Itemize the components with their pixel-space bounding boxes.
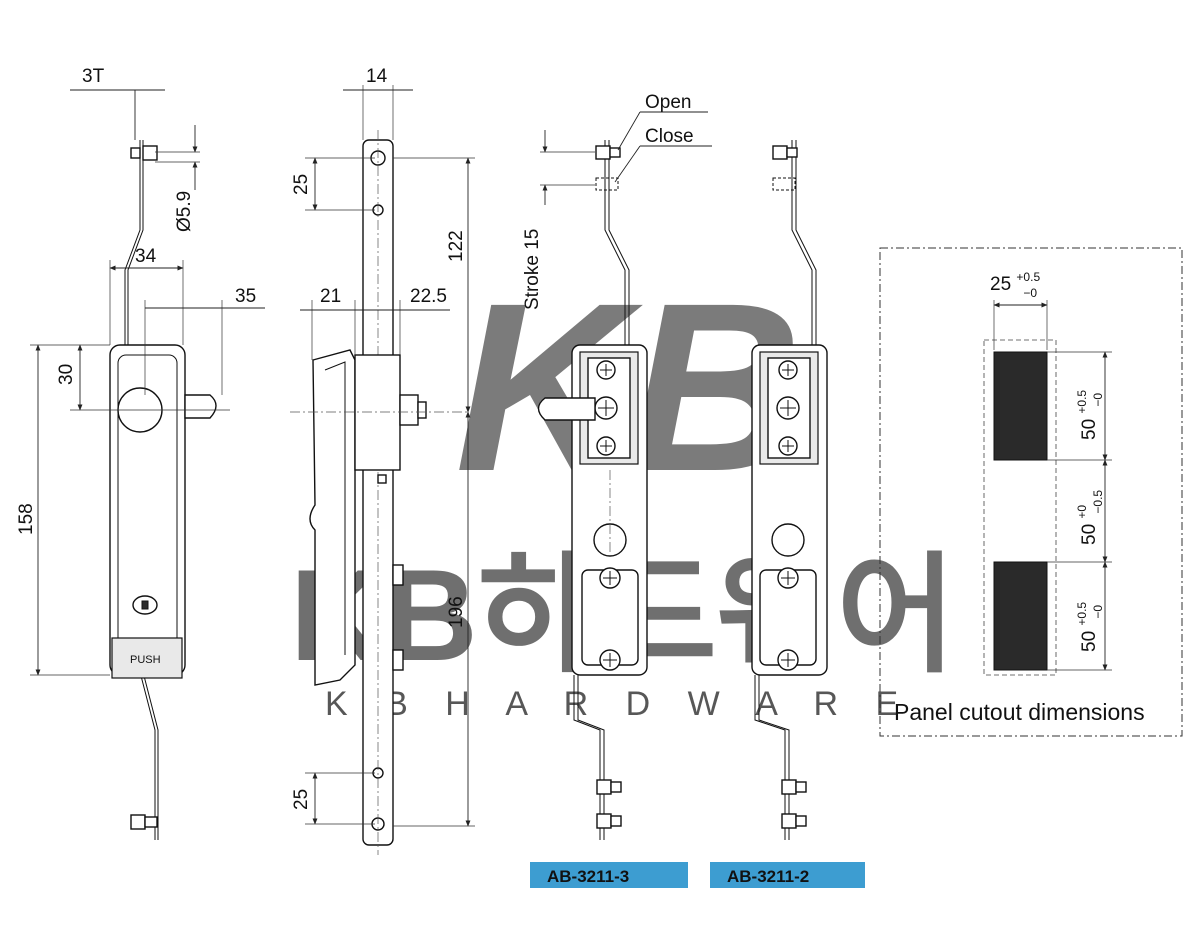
label-open: Open	[645, 92, 691, 113]
dim-158: 158	[16, 503, 37, 535]
cutout-upper	[993, 351, 1048, 461]
dim-122: 122	[446, 230, 467, 262]
model-label-1: AB-3211-3	[547, 867, 629, 886]
push-label: PUSH	[130, 654, 161, 666]
watermark-sub: K B H A R D W A R E	[325, 685, 912, 723]
dim-thickness: 3T	[82, 66, 105, 87]
panel-cutout-box: 25 +0.5 −0 50 +0.5 −0 50 +0 −0.5 50 +0.5…	[879, 247, 1183, 737]
view-side-handle: PUSH 3T Ø5.9 34 35 30 158	[16, 66, 265, 840]
view-profile: 14 25 25 21 22.5 122 196	[290, 66, 475, 855]
view-rear-ab-3211-3: Stroke 15 Open Close	[522, 92, 712, 840]
label-close: Close	[645, 126, 694, 147]
dim-hole-dia: Ø5.9	[174, 191, 195, 232]
dim-pitch-bottom: 25	[291, 789, 312, 810]
dim-pitch-top: 25	[291, 174, 312, 195]
dim-14: 14	[366, 66, 388, 87]
dim-34: 34	[135, 246, 157, 267]
panel-caption: Panel cutout dimensions	[894, 699, 1145, 725]
dim-30: 30	[56, 364, 77, 385]
dim-21: 21	[320, 286, 341, 307]
cutout-h1: 50 +0.5 −0	[1070, 385, 1105, 440]
dim-stroke: Stroke 15	[522, 229, 543, 310]
cutout-gap: 50 +0 −0.5	[1070, 490, 1105, 545]
dim-35: 35	[235, 286, 256, 307]
cutout-width: 25 +0.5 −0	[990, 265, 1045, 300]
dim-22-5: 22.5	[410, 286, 447, 307]
model-badge-1: AB-3211-3	[530, 862, 688, 888]
cutout-lower	[993, 561, 1048, 671]
cutout-h2: 50 +0.5 −0	[1070, 597, 1105, 652]
model-label-2: AB-3211-2	[727, 867, 809, 886]
model-badge-2: AB-3211-2	[710, 862, 865, 888]
dim-196: 196	[446, 596, 467, 628]
view-rear-ab-3211-2	[751, 140, 828, 840]
